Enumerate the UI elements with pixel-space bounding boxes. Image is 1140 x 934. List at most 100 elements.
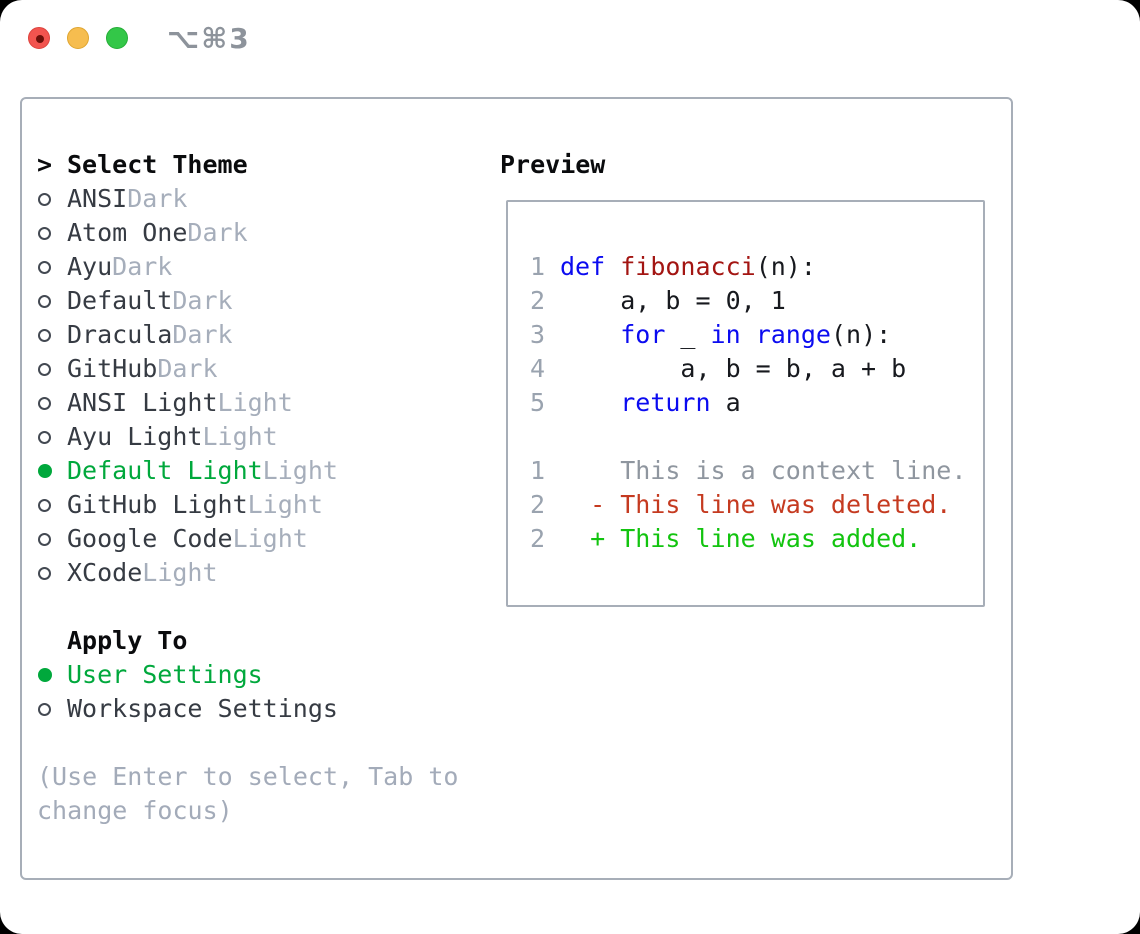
code-token: def [560,252,606,281]
theme-option[interactable]: ANSI Dark [37,182,497,216]
code-line: 1 This is a context line. [530,454,983,488]
window-title: ⌥⌘3 [167,22,251,55]
theme-name: Ayu [67,252,113,281]
preview-header: Preview [500,150,606,179]
code-line: 5 return a [530,386,983,420]
theme-name: ANSI [67,184,128,213]
radio-icon [38,362,51,376]
line-number: 3 [530,320,546,349]
radio-cell [37,396,67,410]
code-line: 2 + This line was added. [530,522,983,556]
radio-cell [37,702,67,716]
line-number: 1 [530,252,546,281]
blank-line [530,420,983,454]
code-token [560,320,620,349]
code-token: a, b = b, a + b [560,354,907,383]
theme-name: Atom One [67,218,188,247]
code-line: 4 a, b = b, a + b [530,352,983,386]
theme-name: GitHub Light [67,490,248,519]
select-theme-header: Select Theme [67,150,248,179]
theme-name: XCode [67,558,143,587]
theme-option[interactable]: Ayu Dark [37,250,497,284]
radio-cell [37,226,67,240]
code-token: a [710,388,741,417]
theme-variant-tag: Dark [127,184,188,213]
radio-selected-icon [38,464,52,478]
select-theme-header-row: > Select Theme [37,148,497,182]
code-token: for [620,320,666,349]
theme-name: Ayu Light [67,422,203,451]
theme-option[interactable]: Dracula Dark [37,318,497,352]
theme-variant-tag: Dark [187,218,248,247]
apply-to-label: User Settings [67,660,263,689]
code-token: - This line was deleted. [560,490,952,519]
radio-cell [37,294,67,308]
help-text-line-2: change focus) [37,796,233,825]
code-line: 3 for _ in range(n): [530,318,983,352]
radio-icon [38,396,51,410]
theme-option[interactable]: ANSI Light Light [37,386,497,420]
theme-option[interactable]: Default Dark [37,284,497,318]
code-token: (n): [755,252,816,281]
theme-name: Google Code [67,524,233,553]
radio-icon [38,260,51,274]
code-content: for _ in range(n): [560,318,891,352]
theme-option[interactable]: Ayu Light Light [37,420,497,454]
theme-name: Default [67,286,173,315]
radio-cell [37,362,67,376]
line-number: 2 [530,490,546,519]
radio-cell [37,260,67,274]
radio-cell [37,532,67,546]
theme-option[interactable]: Google Code Light [37,522,497,556]
code-token [605,252,620,281]
code-content: This is a context line. [560,454,966,488]
record-dot-icon [36,35,44,43]
theme-variant-tag: Light [217,388,293,417]
radio-cell [37,328,67,342]
theme-option[interactable]: Atom One Dark [37,216,497,250]
code-token: a, b = 0, 1 [560,286,786,315]
theme-variant-tag: Dark [172,320,233,349]
theme-option[interactable]: XCode Light [37,556,497,590]
code-token: (n): [830,320,892,349]
code-content: a, b = b, a + b [560,352,906,386]
line-number: 2 [530,524,546,553]
apply-to-option[interactable]: User Settings [37,658,497,692]
zoom-button[interactable] [106,27,128,49]
code-content: - This line was deleted. [560,488,951,522]
radio-icon [38,702,51,716]
radio-icon [38,192,51,206]
minimize-button[interactable] [67,27,89,49]
code-content: a, b = 0, 1 [560,284,786,318]
radio-icon [38,430,51,444]
traffic-lights [28,27,128,49]
close-button[interactable] [28,27,50,49]
theme-option[interactable]: GitHub Light Light [37,488,497,522]
radio-selected-icon [38,668,52,682]
radio-icon [38,498,51,512]
focus-chevron-icon: > [37,150,53,179]
theme-name: Default Light [67,456,263,485]
theme-option[interactable]: Default Light Light [37,454,497,488]
apply-to-option[interactable]: Workspace Settings [37,692,497,726]
code-content: return a [560,386,741,420]
radio-cell [37,192,67,206]
code-token: range [755,320,831,349]
code-token: fibonacci [620,252,756,281]
theme-variant-tag: Dark [157,354,218,383]
code-content: + This line was added. [560,522,921,556]
apply-to-header-row: Apply To [37,624,497,658]
theme-name: GitHub [67,354,158,383]
radio-cell [37,668,67,682]
theme-option[interactable]: GitHub Dark [37,352,497,386]
apply-to-label: Workspace Settings [67,694,338,723]
theme-variant-tag: Dark [172,286,233,315]
theme-variant-tag: Light [262,456,338,485]
radio-cell [37,464,67,478]
code-token: This is a context line. [560,456,967,485]
